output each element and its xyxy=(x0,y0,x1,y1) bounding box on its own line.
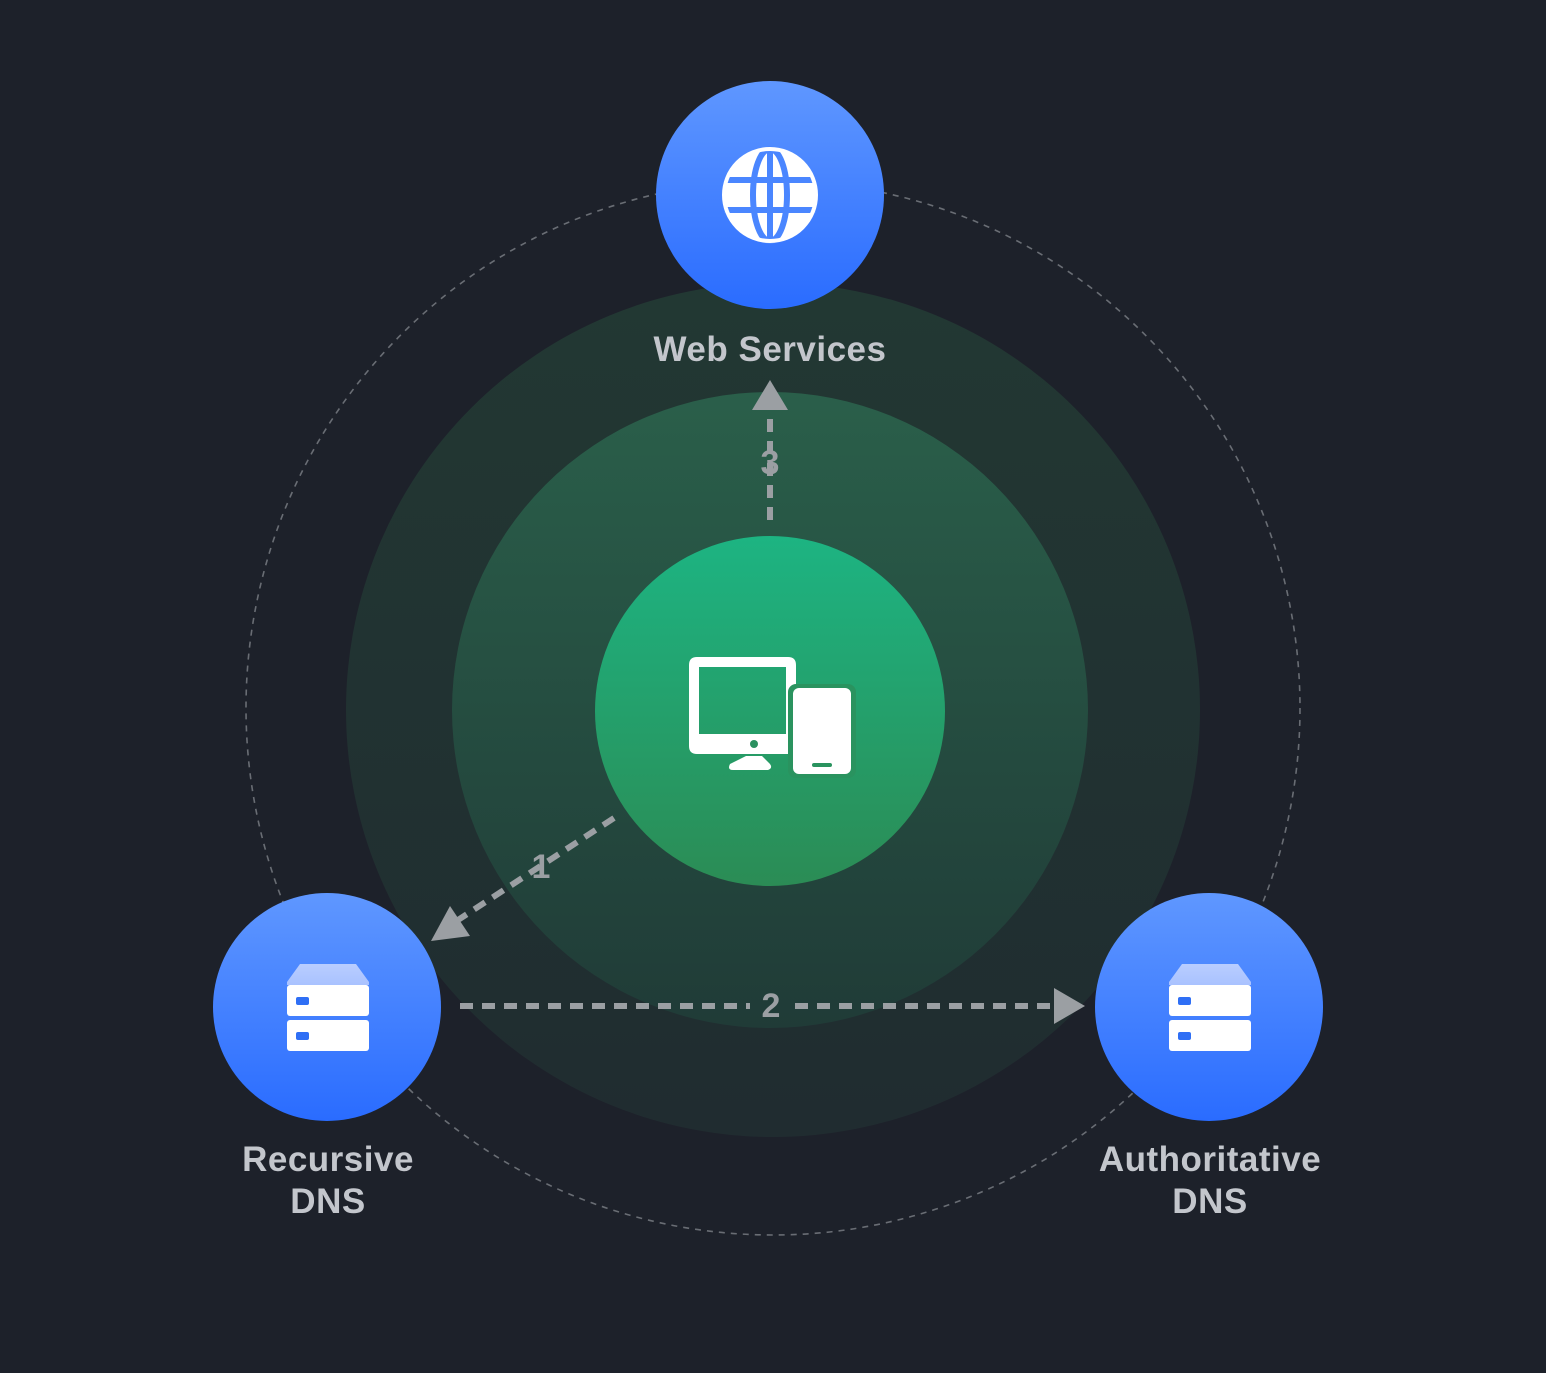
orbit-ring xyxy=(245,180,1301,1236)
web-services-label: Web Services xyxy=(654,330,887,369)
arrow-step-1 xyxy=(431,815,616,941)
authoritative-dns-label-line2: DNS xyxy=(1172,1182,1247,1221)
recursive-dns-node xyxy=(213,893,441,1121)
globe-icon xyxy=(722,146,818,244)
authoritative-dns-label-line1: Authoritative xyxy=(1099,1140,1321,1179)
step-2-label: 2 xyxy=(762,987,781,1025)
server-icon xyxy=(1169,964,1251,1051)
arrow-step-3 xyxy=(752,380,788,520)
authoritative-dns-node xyxy=(1095,893,1323,1121)
recursive-dns-label-line1: Recursive xyxy=(242,1140,414,1179)
step-3-label: 3 xyxy=(761,444,780,482)
recursive-dns-label-line2: DNS xyxy=(290,1182,365,1221)
server-icon xyxy=(287,964,369,1051)
desktop-and-mobile-icon xyxy=(689,657,856,778)
step-1-label: 1 xyxy=(532,848,551,886)
web-services-node xyxy=(656,81,884,309)
arrow-step-2 xyxy=(460,988,1085,1024)
client-node xyxy=(595,536,945,886)
